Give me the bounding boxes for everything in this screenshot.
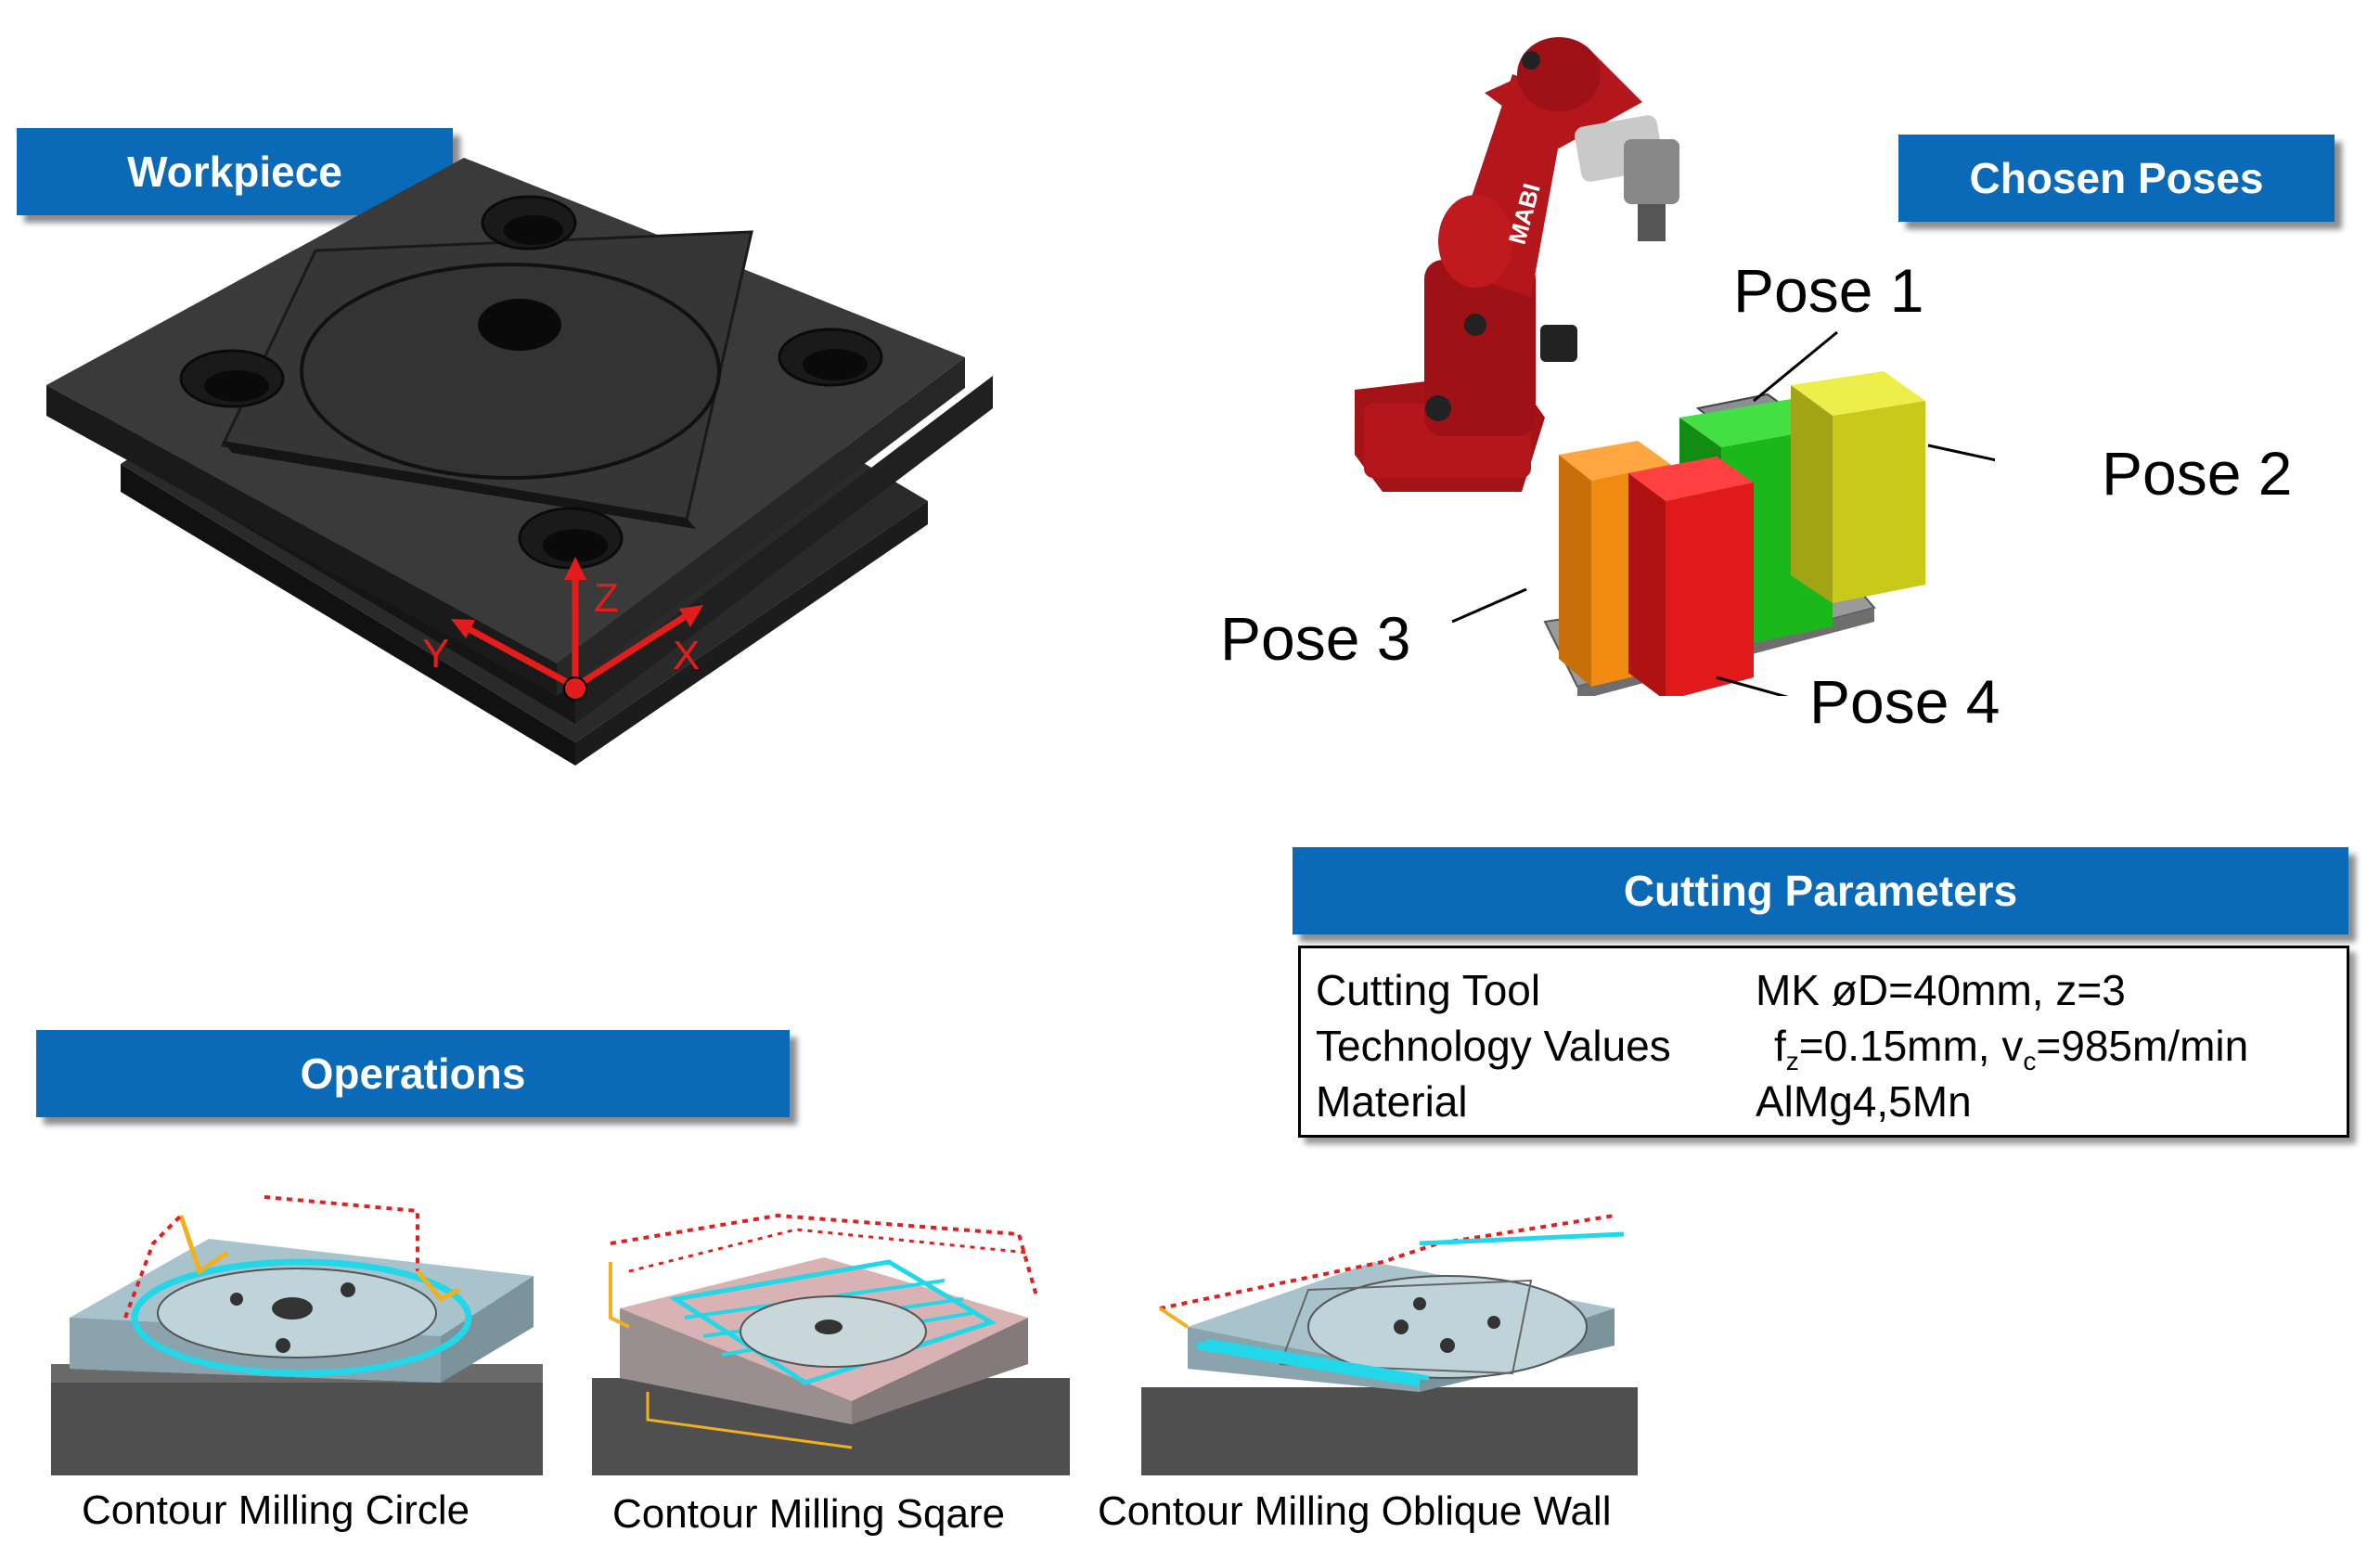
workpiece-center-hole — [478, 299, 561, 351]
operation-oblique-wall-illustration — [1141, 1214, 1638, 1475]
axis-label-y: Y — [422, 631, 450, 676]
pose2-leader — [1927, 444, 1995, 462]
workpiece-hole-left-inner — [204, 370, 269, 402]
workpiece-top-side-right — [557, 357, 965, 696]
pose4-label: Pose 4 — [1809, 667, 2000, 736]
cutting-tool-key: Cutting Tool — [1316, 966, 1541, 1014]
operation-circle-caption: Contour Milling Circle — [82, 1487, 470, 1533]
coordinate-axes — [451, 557, 703, 701]
cutting-speed-subscript: c — [2023, 1047, 2037, 1076]
workpiece-base-side-right — [575, 501, 928, 766]
feed-value: =0.15mm, v — [1798, 1022, 2024, 1070]
pose3-label: Pose 3 — [1220, 604, 1411, 673]
pose1-leader — [1753, 330, 1838, 403]
material-key: Material — [1316, 1077, 1468, 1126]
pose2-block-top — [1791, 371, 1925, 416]
axis-label-x: X — [673, 633, 701, 678]
pose3-leader — [1451, 587, 1527, 624]
workpiece-circle-pocket — [300, 263, 721, 480]
cutting-parameters-table: Cutting Tool MK øD=40mm, z=3 Technology … — [1298, 946, 2349, 1138]
technology-values-key: Technology Values — [1316, 1022, 1671, 1070]
workpiece-base-side-left — [121, 464, 575, 766]
pose2-label: Pose 2 — [2102, 439, 2293, 508]
axis-label-z: Z — [594, 575, 619, 621]
robot-arm — [1355, 37, 1679, 492]
pose4-block-front — [1666, 483, 1754, 696]
operation-square-caption: Contour Milling Sqare — [612, 1491, 1006, 1537]
workpiece-top-side-left — [46, 385, 557, 696]
pose3-block-side — [1559, 455, 1591, 687]
pose1-label: Pose 1 — [1733, 256, 1924, 325]
feed-subscript: z — [1785, 1047, 1799, 1076]
pose4-block-side — [1628, 473, 1666, 696]
chosen-poses-banner: Chosen Poses — [1898, 135, 2335, 222]
workpiece-oblique-wall — [223, 441, 696, 529]
pose4-block-top — [1628, 457, 1754, 501]
workpiece-banner: Workpiece — [17, 128, 453, 215]
operation-square-illustration — [592, 1213, 1070, 1475]
workpiece-hole-right-inner — [803, 349, 868, 380]
material-value: AlMg4,5Mn — [1756, 1077, 1972, 1126]
feed-symbol: f — [1774, 1022, 1786, 1070]
cutting-speed-value: =985m/min — [2036, 1022, 2249, 1070]
pose4-leader — [1716, 676, 1789, 696]
workpiece-hole-top-inner — [504, 215, 563, 245]
pose2-block-front — [1833, 401, 1925, 603]
operation-circle-illustration — [51, 1195, 543, 1475]
technology-values-value: fz=0.15mm, vc=985m/min — [1774, 1021, 2248, 1076]
workpiece-hole-bottom-inner — [543, 529, 608, 562]
pose3-block-top — [1559, 441, 1670, 481]
operations-banner: Operations — [36, 1030, 790, 1117]
workpiece-mid-side-right — [575, 376, 993, 724]
robot-and-poses-illustration — [1355, 37, 1995, 696]
cutting-parameters-banner: Cutting Parameters — [1293, 847, 2348, 934]
cutting-tool-value: MK øD=40mm, z=3 — [1756, 966, 2126, 1014]
workpiece-illustration — [46, 158, 993, 766]
pose2-block-side — [1791, 385, 1833, 603]
operation-oblique-wall-caption: Contour Milling Oblique Wall — [1098, 1488, 1612, 1534]
